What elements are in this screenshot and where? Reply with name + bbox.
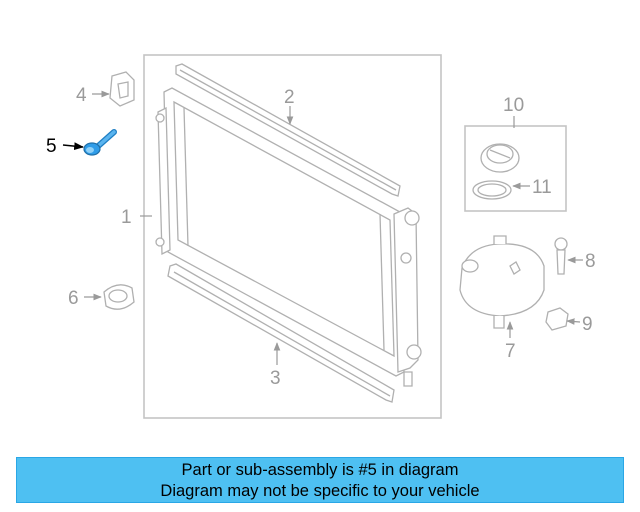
- callout-3: 3: [270, 368, 281, 389]
- cap-seal-ring: [472, 180, 512, 200]
- reservoir-bolt: [554, 237, 568, 275]
- callout-11: 11: [532, 177, 552, 198]
- parts-diagram: 1 2 3 4 5 6 7 8 9 10 11: [46, 54, 596, 419]
- callout-10: 10: [503, 95, 524, 116]
- info-banner: Part or sub-assembly is #5 in diagram Di…: [16, 457, 624, 503]
- cap-assembly-box: [464, 125, 567, 212]
- reservoir-cap: [480, 143, 520, 173]
- callout-1: 1: [121, 207, 132, 228]
- callout-4: 4: [76, 85, 87, 106]
- rubber-grommet: [103, 284, 135, 310]
- leader-5: [62, 142, 84, 151]
- callout-7: 7: [505, 341, 516, 362]
- banner-line-2: Diagram may not be specific to your vehi…: [160, 482, 480, 500]
- leader-9: [566, 318, 581, 325]
- callout-2: 2: [284, 87, 295, 108]
- callout-9: 9: [582, 314, 593, 335]
- clip-nut: [545, 307, 569, 331]
- upper-seal-strip: [175, 63, 401, 197]
- coolant-reservoir: [459, 235, 545, 329]
- radiator-assembly-box: [143, 54, 442, 419]
- callout-5[interactable]: 5: [46, 136, 57, 157]
- lower-seal-strip: [167, 263, 395, 403]
- radiator: [155, 87, 422, 387]
- callout-8: 8: [585, 251, 596, 272]
- bolt-part-5: [83, 129, 117, 156]
- banner-line-1: Part or sub-assembly is #5 in diagram: [181, 461, 459, 479]
- mount-bracket: [109, 71, 135, 107]
- callout-6: 6: [68, 288, 79, 309]
